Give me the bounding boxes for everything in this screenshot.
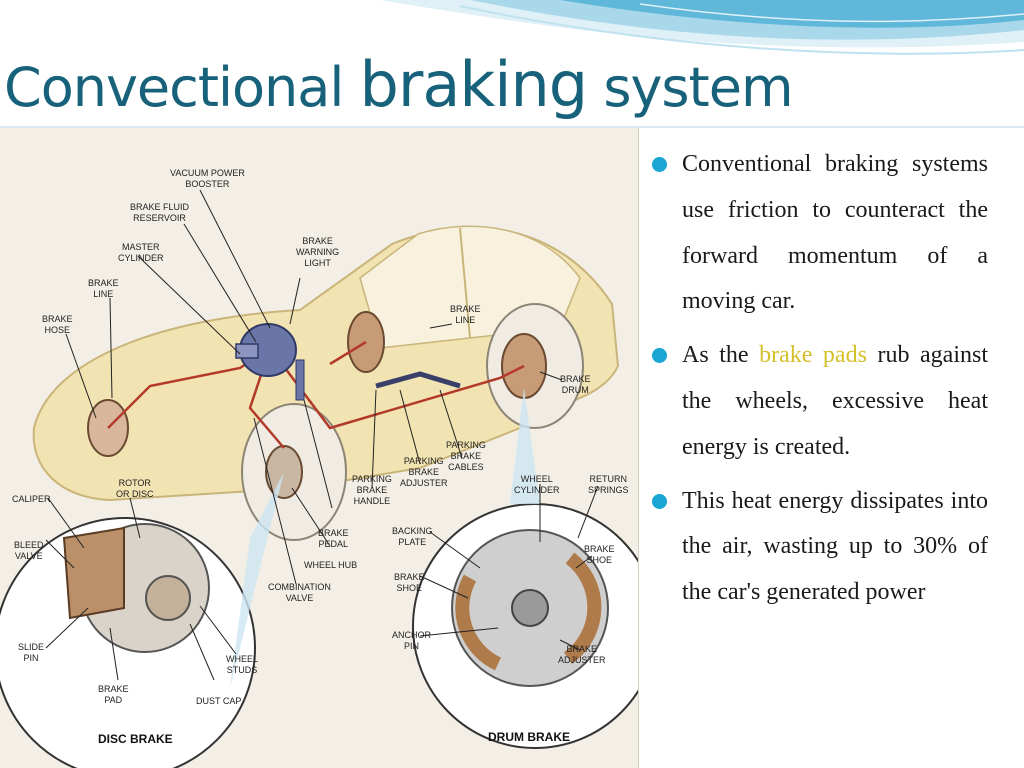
label-bleed-valve: BLEED VALVE [14, 540, 44, 561]
label-anchor-pin: ANCHOR PIN [392, 630, 432, 651]
parking-brake-linkage [375, 371, 461, 389]
brake-system-diagram: VACUUM POWER BOOSTER BRAKE FLUID RESERVO… [0, 128, 639, 768]
title-divider [0, 126, 1024, 128]
label-brake-pad: BRAKE PAD [98, 684, 129, 705]
title-part-1: Convectional [4, 56, 360, 119]
bullet-item: This heat energy dissipates into the air… [652, 479, 988, 616]
label-parking-brake-adjuster: PARKING BRAKE ADJUSTER [400, 456, 448, 488]
label-brake-shoe-right: BRAKE SHOE [584, 544, 615, 565]
label-wheel-studs: WHEEL STUDS [226, 654, 259, 675]
label-caliper: CALIPER [12, 494, 51, 504]
caption-drum-brake: DRUM BRAKE [488, 730, 570, 744]
label-vacuum-booster: VACUUM POWER BOOSTER [170, 168, 245, 189]
bullet-text-pre: As the [682, 342, 760, 369]
drum-brake-shoe-right [563, 552, 602, 664]
brake-diagram-illustration [0, 189, 638, 768]
bullet-dot-icon [652, 493, 667, 509]
drum-center [511, 589, 549, 627]
label-master-cylinder: MASTER CYLINDER [118, 242, 164, 263]
label-brake-drum: BRAKE DRUM [560, 374, 591, 395]
disc-caliper [62, 526, 125, 620]
label-dust-cap: DUST CAP [196, 696, 242, 706]
brake-line-path [107, 340, 525, 449]
label-warning-light: BRAKE WARNING LIGHT [296, 236, 340, 268]
bullet-dot-icon [652, 348, 667, 364]
label-rotor: ROTOR OR DISC [116, 478, 154, 499]
label-backing-plate: BACKING PLATE [392, 526, 433, 547]
label-parking-brake-cables: PARKING BRAKE CABLES [446, 440, 486, 472]
label-wheel-hub: WHEEL HUB [304, 560, 358, 570]
car-window-divider [459, 227, 471, 339]
drum-projection [510, 388, 540, 504]
bullet-text: Conventional braking systems use frictio… [682, 151, 988, 315]
label-brake-line-right: BRAKE LINE [450, 304, 481, 325]
header-wave-decoration [380, 0, 1024, 55]
label-wheel-cylinder: WHEEL CYLINDER [514, 474, 560, 495]
label-slide-pin: SLIDE PIN [18, 642, 45, 663]
label-brake-adjuster: BRAKE ADJUSTER [558, 644, 606, 665]
bullet-list: Conventional braking systems use frictio… [652, 142, 988, 624]
disc-hub [145, 575, 191, 621]
leader-lines [45, 189, 599, 681]
slide-title: Convectional braking system [4, 46, 794, 127]
label-return-springs: RETURN SPRINGS [588, 474, 629, 495]
drum-brake-shoe-left [455, 574, 502, 671]
bullet-item: As the brake pads rub against the wheels… [652, 333, 988, 470]
label-brake-line-left: BRAKE LINE [88, 278, 119, 299]
bullet-highlight-brake-pads: brake pads [759, 342, 867, 369]
bullet-dot-icon [652, 157, 667, 172]
title-part-3: system [587, 56, 793, 119]
label-combination-valve: COMBINATION VALVE [268, 582, 331, 603]
bullet-text-post: rub against the wheels, excessive heat e… [682, 342, 988, 460]
title-part-2: braking [359, 48, 589, 121]
label-parking-brake-handle: PARKING BRAKE HANDLE [352, 474, 392, 506]
master-cylinder [235, 343, 259, 359]
disc-projection [230, 472, 284, 688]
caption-disc-brake: DISC BRAKE [98, 732, 173, 746]
bullet-item: Conventional braking systems use frictio… [652, 142, 988, 325]
bullet-text: This heat energy dissipates into the air… [682, 487, 988, 606]
label-brake-shoe-left: BRAKE SHOE [394, 572, 425, 593]
label-brake-pedal: BRAKE PEDAL [318, 528, 349, 549]
label-brake-hose: BRAKE HOSE [42, 314, 73, 335]
brake-pedal [295, 359, 305, 401]
label-fluid-reservoir: BRAKE FLUID RESERVOIR [130, 202, 190, 223]
